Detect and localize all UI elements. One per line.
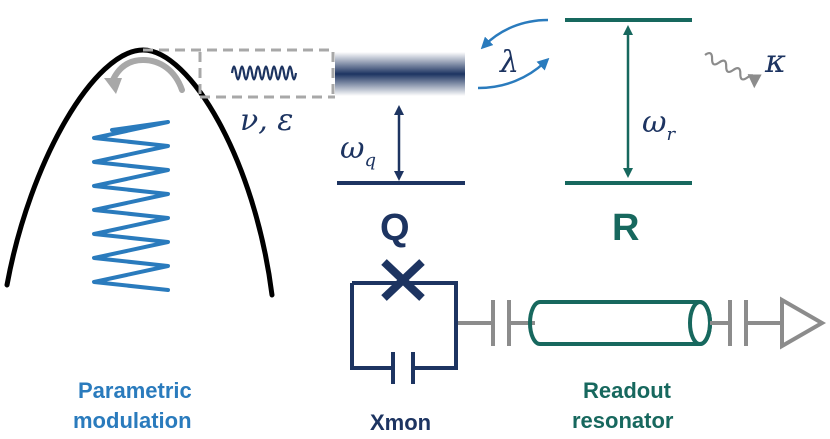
triangle-output-icon bbox=[780, 296, 827, 350]
drive-waveform bbox=[230, 65, 298, 81]
modulation-arc-arrow bbox=[109, 56, 185, 93]
modulation-params-label: ν, ε bbox=[240, 103, 293, 138]
coupling-arrow-upper bbox=[480, 18, 549, 50]
qubit-excited-level-band bbox=[335, 52, 465, 96]
xmon-loop bbox=[350, 281, 458, 384]
cross-josephson-junction-icon bbox=[381, 259, 425, 301]
xmon-circuit: Xmon bbox=[350, 259, 458, 435]
squiggle-arrow-icon bbox=[704, 52, 762, 89]
qubit-letter: Q bbox=[380, 207, 410, 249]
modulation-spring bbox=[92, 120, 170, 292]
readout-label-line2: resonator bbox=[572, 408, 674, 433]
modulation-arc-arrowhead bbox=[104, 78, 122, 94]
resonator-cylinder bbox=[528, 300, 712, 346]
potential-curve-group bbox=[4, 47, 275, 298]
qubit-levels: ωq Q bbox=[335, 52, 465, 249]
decay-label: κ bbox=[764, 42, 786, 80]
resonator-frequency-label: ωr bbox=[642, 105, 676, 145]
zoom-box: ν, ε bbox=[143, 48, 335, 138]
readout-label-line1: Readout bbox=[583, 378, 672, 403]
coupling-label: λ bbox=[499, 45, 519, 80]
coupling-arrows: λ bbox=[477, 18, 550, 90]
qubit-frequency-label: ωq bbox=[340, 131, 376, 171]
readout-circuit: Readout resonator bbox=[458, 296, 827, 433]
parametric-label: Parametric modulation bbox=[73, 378, 192, 433]
potential-curve bbox=[4, 47, 275, 298]
coupling-arrow-lower bbox=[477, 57, 550, 90]
decay-group: κ bbox=[704, 42, 786, 89]
resonator-levels: ωr R bbox=[565, 18, 692, 249]
resonator-letter: R bbox=[612, 207, 639, 249]
parametric-label-line2: modulation bbox=[73, 408, 192, 433]
xmon-label: Xmon bbox=[370, 410, 431, 435]
parametric-label-line1: Parametric bbox=[78, 378, 192, 403]
